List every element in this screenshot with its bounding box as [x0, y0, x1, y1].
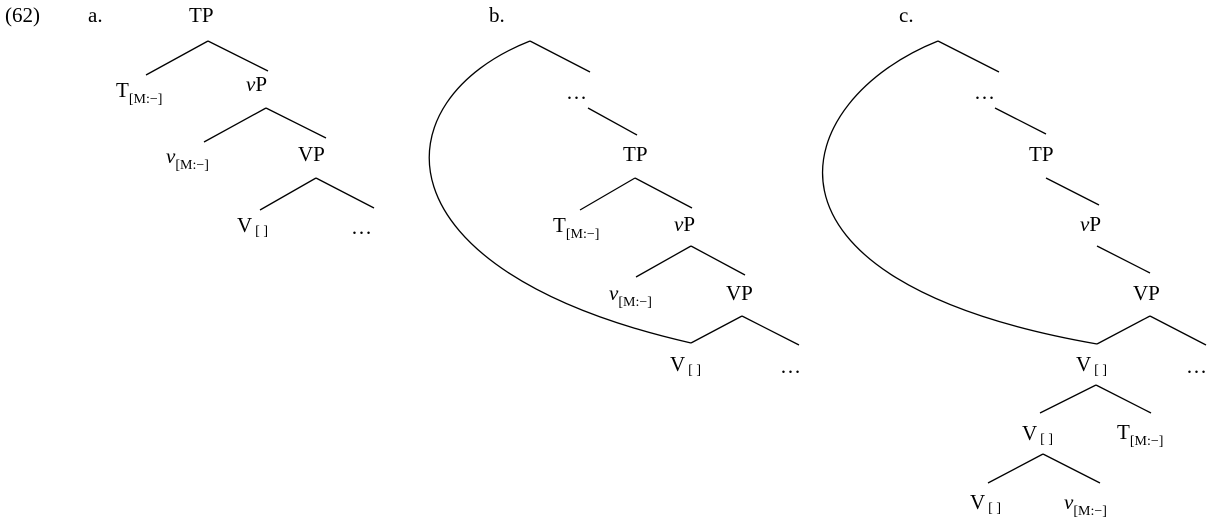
tree-b-letter: b.: [489, 3, 505, 27]
edge: [1042, 453, 1101, 484]
edge: [1096, 315, 1151, 345]
tree-c: … TP vP VP V[ ] … V[ ] T[M:−] V[ ] v[M:−…: [821, 40, 1207, 519]
tree-a: TP T[M:−] vP v[M:−] VP V[ ] …: [116, 3, 375, 239]
tree-b: … TP T[M:−] vP v[M:−] VP V[ ] …: [428, 40, 801, 378]
tree-node: vP: [1080, 212, 1101, 236]
tree-node: V[ ]: [970, 490, 1001, 516]
edge: [529, 40, 591, 73]
edge: [259, 177, 317, 211]
edge: [207, 40, 269, 72]
edge: [1149, 315, 1207, 346]
edge: [265, 107, 327, 139]
tree-node: V[ ]: [1022, 421, 1053, 447]
edge: [145, 40, 209, 76]
movement-arrow: [821, 40, 1098, 345]
edge: [994, 107, 1047, 135]
tree-node: VP: [298, 142, 325, 166]
edge: [315, 177, 375, 209]
edge: [635, 245, 692, 278]
edge: [579, 177, 636, 211]
movement-arrow: [428, 40, 692, 344]
tree-node: T[M:−]: [116, 78, 162, 107]
edge: [1039, 384, 1097, 414]
tree-node: TP: [1029, 142, 1054, 166]
edge: [1045, 177, 1100, 206]
edge: [987, 453, 1044, 484]
tree-node: vP: [246, 72, 267, 96]
edge: [634, 177, 693, 209]
edge: [690, 245, 746, 276]
tree-c-letter: c.: [899, 3, 914, 27]
edge: [1096, 245, 1151, 274]
tree-node: v[M:−]: [166, 144, 209, 173]
tree-node: …: [780, 354, 801, 378]
tree-node: TP: [623, 142, 648, 166]
tree-node: …: [351, 215, 372, 239]
tree-node: T[M:−]: [1117, 420, 1163, 449]
tree-node: TP: [189, 3, 214, 27]
tree-node: v[M:−]: [1064, 490, 1107, 519]
tree-node: …: [1186, 354, 1207, 378]
edge: [203, 107, 267, 143]
tree-node: V[ ]: [237, 213, 268, 239]
edge: [1095, 384, 1152, 414]
tree-a-letter: a.: [88, 3, 103, 27]
edge: [587, 107, 638, 136]
tree-node: vP: [674, 212, 695, 236]
tree-node: VP: [726, 281, 753, 305]
tree-node: v[M:−]: [609, 281, 652, 310]
edge: [741, 315, 800, 346]
edge: [937, 40, 1000, 73]
tree-node: …: [566, 80, 587, 104]
tree-node: V[ ]: [670, 352, 701, 378]
tree-node: …: [974, 80, 995, 104]
edge: [690, 315, 743, 344]
tree-node: V[ ]: [1076, 352, 1107, 378]
tree-node: T[M:−]: [553, 213, 599, 242]
example-number: (62): [5, 3, 40, 27]
tree-node: VP: [1133, 281, 1160, 305]
